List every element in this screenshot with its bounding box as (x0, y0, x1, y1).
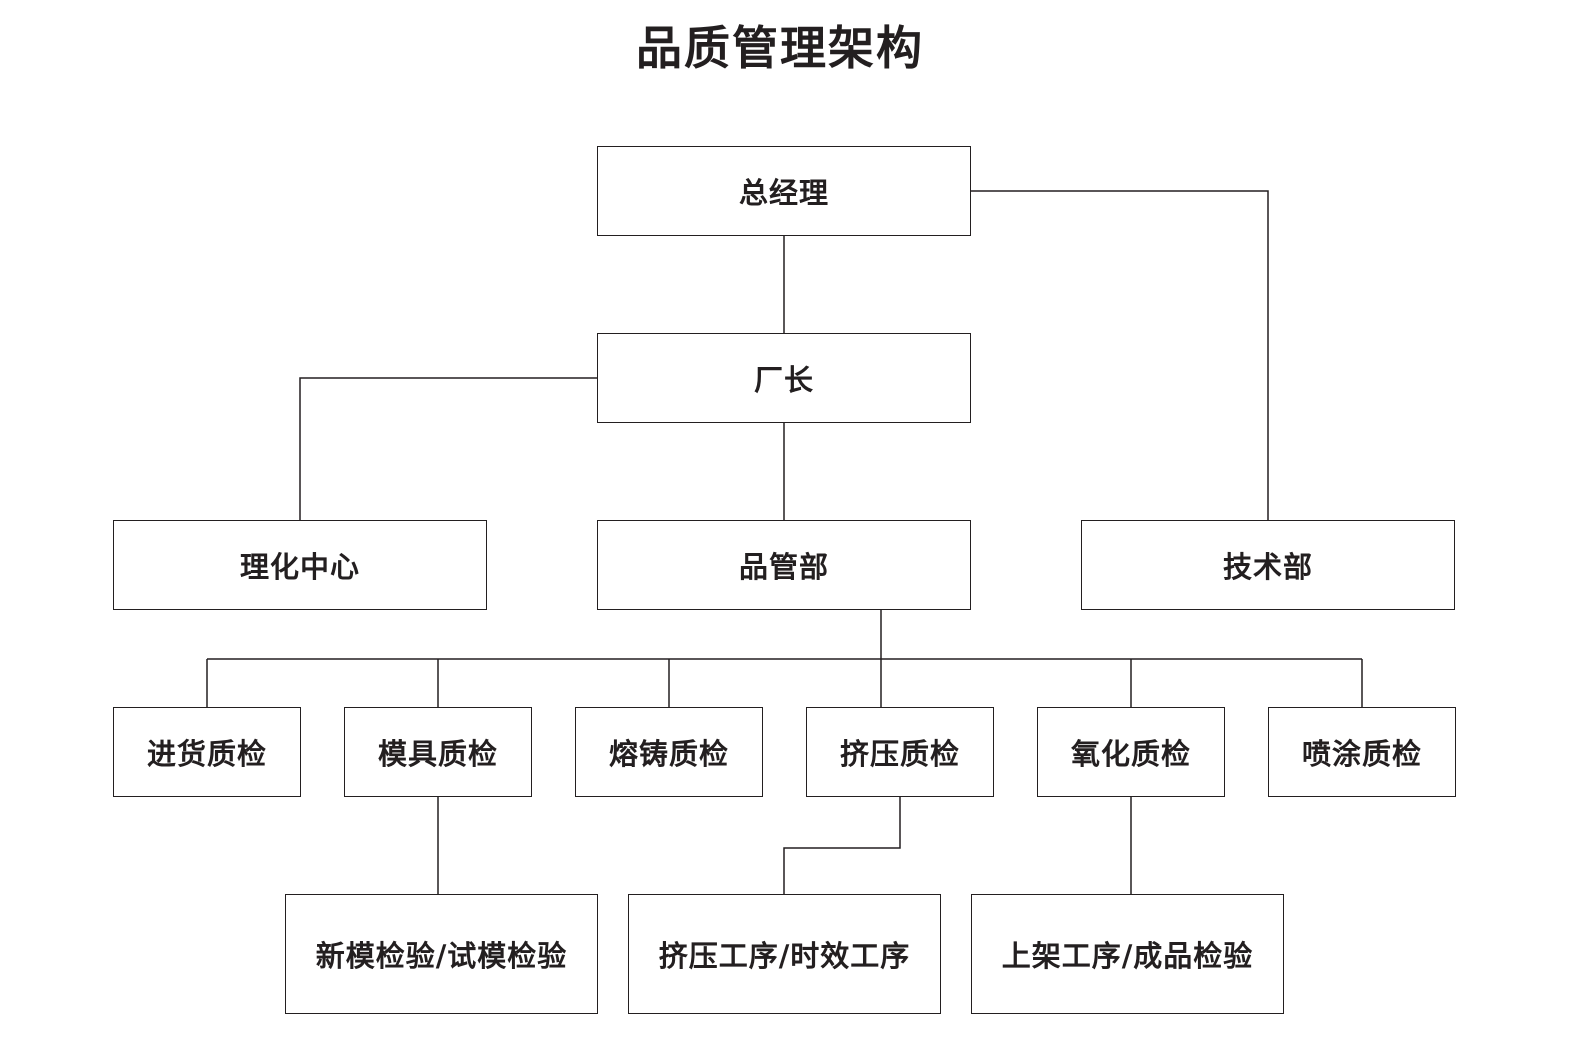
node-label: 技术部 (1222, 550, 1313, 584)
node-lab-center: 理化中心 (113, 520, 487, 610)
node-label: 上架工序/成品检验 (1001, 939, 1254, 973)
node-label: 喷涂质检 (1301, 737, 1422, 771)
node-label: 氧化质检 (1070, 737, 1191, 771)
node-mold-inspection: 新模检验/试模检验 (285, 894, 598, 1014)
node-label: 厂长 (753, 363, 814, 397)
node-general-manager: 总经理 (597, 146, 971, 236)
node-label: 挤压质检 (839, 737, 960, 771)
node-tech-dept: 技术部 (1081, 520, 1455, 610)
node-extrusion-qc: 挤压质检 (806, 707, 994, 797)
node-label: 总经理 (738, 176, 829, 210)
connector-gm-tech (971, 190, 1269, 520)
node-mold-qc: 模具质检 (344, 707, 532, 797)
node-racking-process: 上架工序/成品检验 (971, 894, 1284, 1014)
node-label: 新模检验/试模检验 (315, 939, 568, 973)
node-label: 进货质检 (146, 737, 267, 771)
connector-extrusion-process (783, 797, 901, 894)
node-label: 熔铸质检 (608, 737, 729, 771)
node-label: 理化中心 (239, 550, 360, 584)
node-label: 挤压工序/时效工序 (658, 939, 911, 973)
node-incoming-qc: 进货质检 (113, 707, 301, 797)
node-spray-qc: 喷涂质检 (1268, 707, 1456, 797)
node-quality-dept: 品管部 (597, 520, 971, 610)
page-title: 品质管理架构 (636, 21, 924, 75)
node-oxidation-qc: 氧化质检 (1037, 707, 1225, 797)
node-factory-director: 厂长 (597, 333, 971, 423)
node-label: 品管部 (738, 550, 829, 584)
node-casting-qc: 熔铸质检 (575, 707, 763, 797)
node-label: 模具质检 (377, 737, 498, 771)
connector-fd-lab (299, 377, 597, 520)
node-extrusion-process: 挤压工序/时效工序 (628, 894, 941, 1014)
